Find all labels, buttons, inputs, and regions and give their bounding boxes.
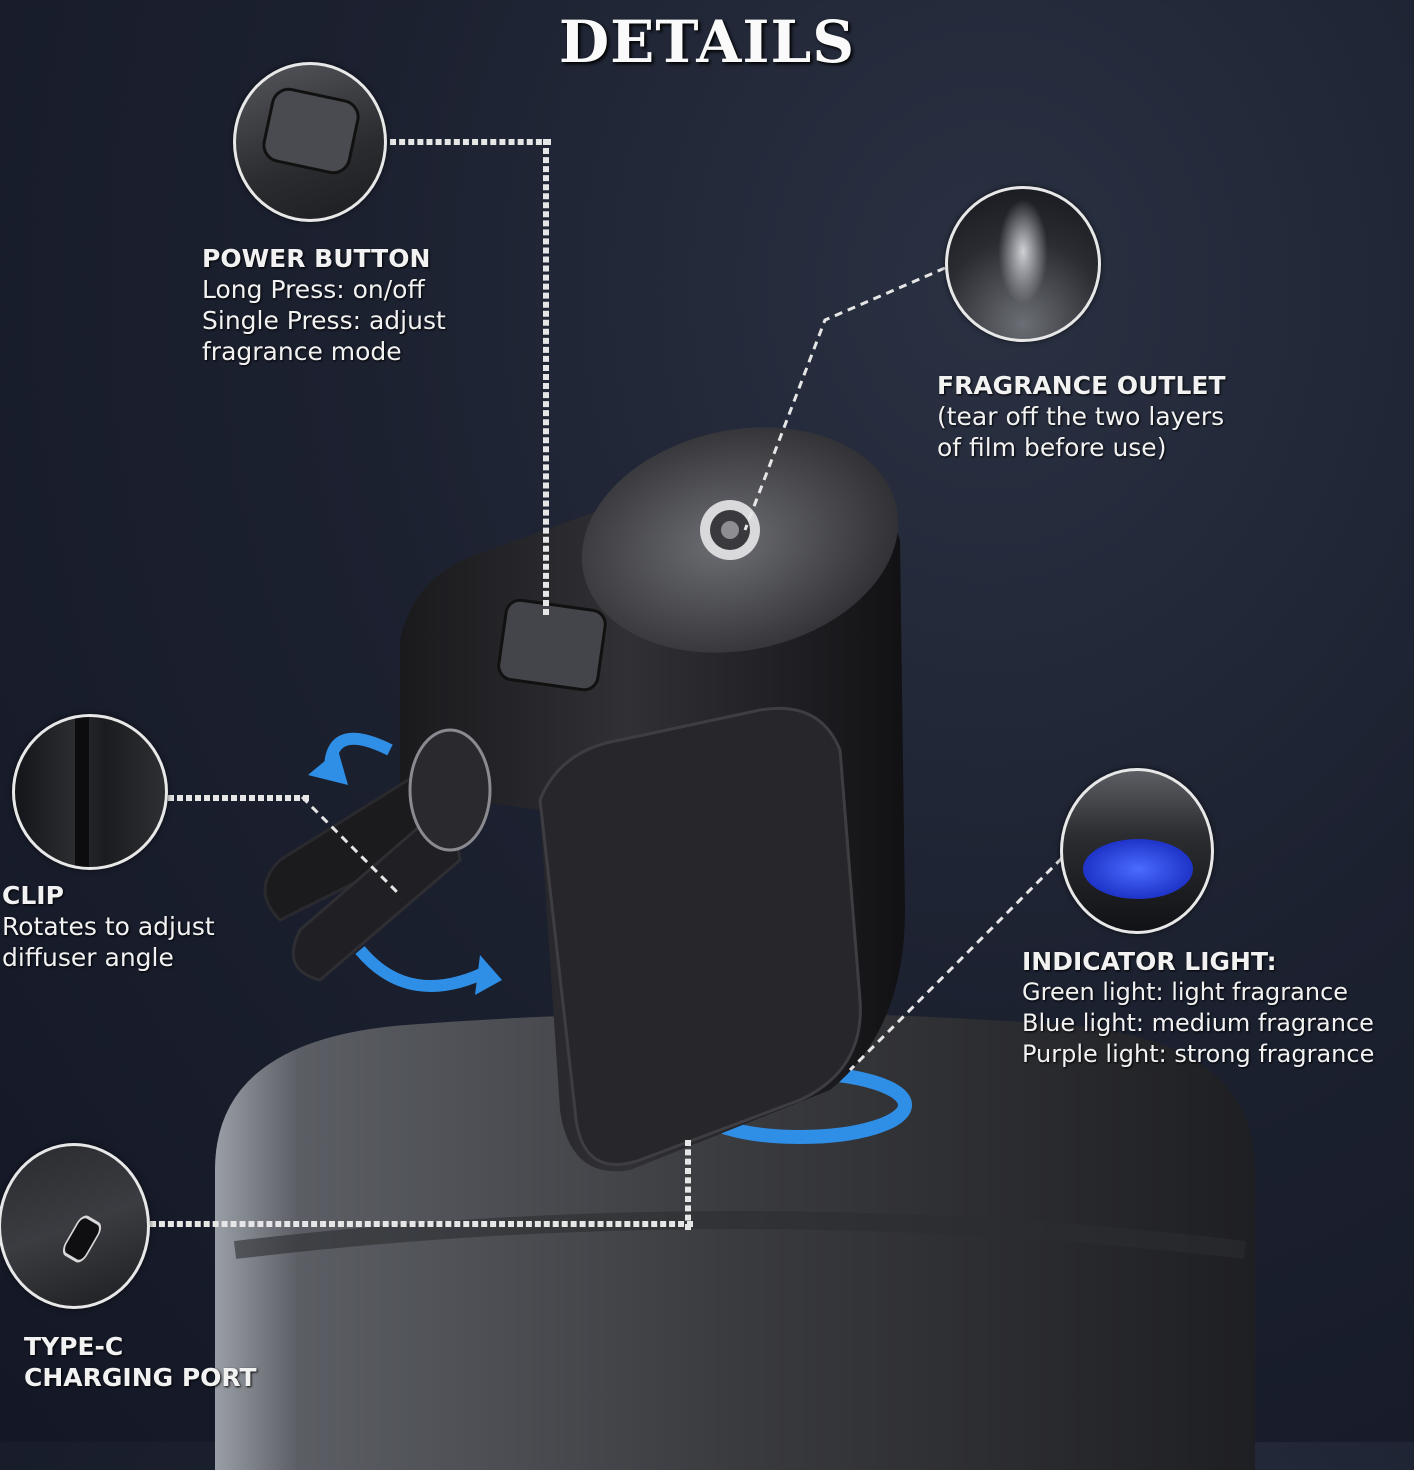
product-pedestal (205, 1000, 1265, 1470)
fragrance-outlet-label: FRAGRANCE OUTLET (tear off the two layer… (937, 370, 1226, 463)
vent-clip-closeup-icon (12, 714, 168, 870)
indicator-connector (840, 850, 1070, 1080)
typec-connector-v (685, 1140, 691, 1230)
power-connector-v (543, 139, 549, 615)
indicator-light-line: Green light: light fragrance (1022, 978, 1349, 1006)
fragrance-outlet-line: (tear off the two layers (937, 402, 1225, 431)
power-button-heading: POWER BUTTON (202, 244, 431, 273)
usb-c-port-closeup-icon (0, 1143, 150, 1309)
type-c-label: TYPE-C CHARGING PORT (24, 1331, 257, 1393)
clip-line: Rotates to adjust (2, 912, 215, 941)
indicator-light-heading: INDICATOR LIGHT: (1022, 947, 1277, 976)
clip-line: diffuser angle (2, 943, 174, 972)
power-button-closeup-icon (233, 62, 387, 222)
power-button-line: Long Press: on/off (202, 275, 425, 304)
diffuser-device (240, 390, 940, 1190)
mist-outlet-closeup-icon (945, 186, 1101, 342)
power-button-line: Single Press: adjust (202, 306, 446, 335)
outlet-connector (720, 260, 960, 540)
power-button-line: fragrance mode (202, 337, 402, 366)
type-c-heading-line: CHARGING PORT (24, 1363, 257, 1392)
power-button-label: POWER BUTTON Long Press: on/off Single P… (202, 243, 446, 367)
clip-heading: CLIP (2, 881, 64, 910)
power-connector-h (390, 139, 551, 145)
indicator-light-label: INDICATOR LIGHT: Green light: light frag… (1022, 946, 1374, 1070)
indicator-light-line: Blue light: medium fragrance (1022, 1009, 1374, 1037)
indicator-light-line: Purple light: strong fragrance (1022, 1040, 1375, 1068)
fragrance-outlet-heading: FRAGRANCE OUTLET (937, 371, 1226, 400)
type-c-heading-line: TYPE-C (24, 1332, 124, 1361)
clip-label: CLIP Rotates to adjust diffuser angle (2, 880, 215, 973)
page-title: DETAILS (558, 8, 856, 76)
typec-connector-h (150, 1221, 693, 1227)
indicator-light-closeup-icon (1060, 768, 1214, 934)
fragrance-outlet-line: of film before use) (937, 433, 1167, 462)
clip-connector-diag (300, 795, 410, 905)
clip-connector-h (168, 795, 309, 801)
